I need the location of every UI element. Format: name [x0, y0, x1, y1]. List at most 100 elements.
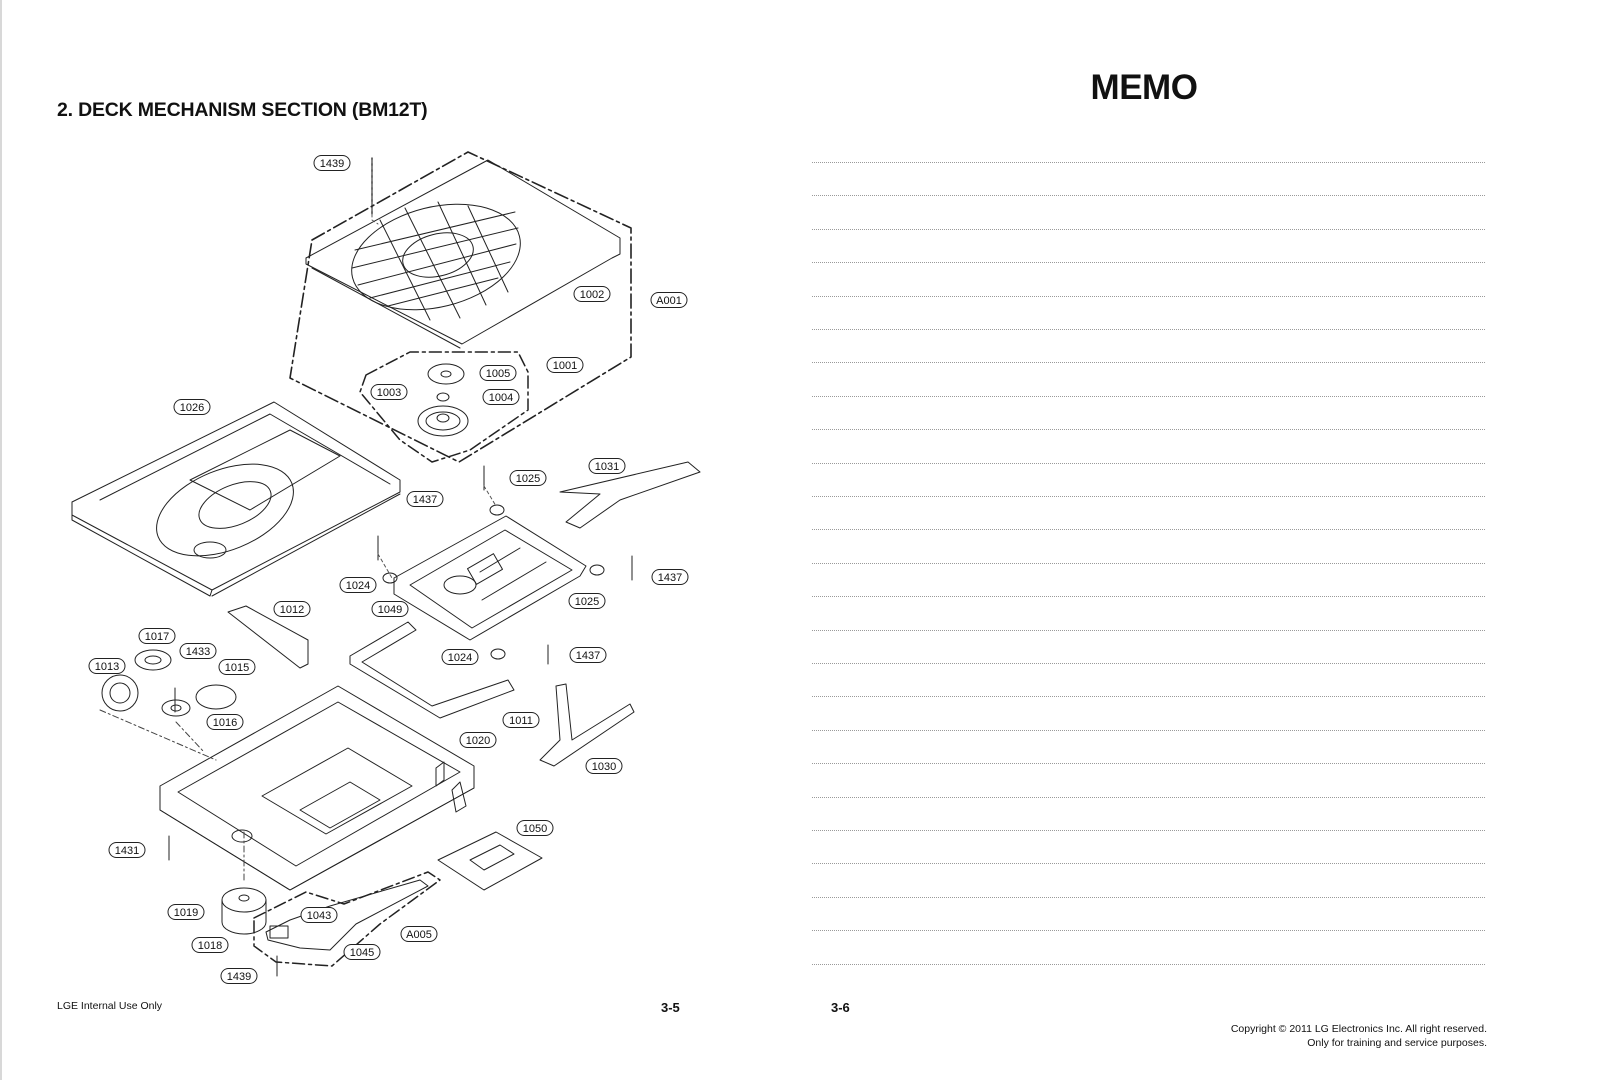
callout-bubble — [585, 758, 623, 774]
memo-line — [812, 830, 1485, 831]
callout-label: 1013 — [95, 661, 119, 673]
callout-bubble — [509, 470, 547, 486]
memo-line — [812, 863, 1485, 865]
callout-label: 1030 — [592, 761, 616, 773]
tray-1002 — [305, 159, 621, 345]
callout-bubble — [313, 155, 351, 171]
part-1003 — [417, 405, 469, 437]
callout-bubble — [370, 384, 408, 400]
a005-boundary — [253, 871, 441, 967]
gear-1017 — [134, 649, 172, 671]
callout-1016: 1016 — [206, 714, 244, 730]
callout-1025: 1025 — [568, 593, 606, 609]
callout-label: 1015 — [225, 662, 249, 674]
callout-label: 1017 — [145, 631, 169, 643]
callout-label: 1439 — [227, 971, 251, 983]
motor-1018 — [221, 887, 267, 913]
callout-label: 1431 — [115, 845, 139, 857]
memo-line — [812, 729, 1485, 731]
callout-label: 1433 — [186, 646, 210, 658]
callout-label: 1018 — [198, 940, 222, 952]
callout-1001: 1001 — [546, 357, 584, 373]
callout-bubble — [502, 712, 540, 728]
callout-label: 1004 — [489, 392, 513, 404]
callout-label: 1020 — [466, 735, 490, 747]
callout-label: 1001 — [553, 360, 577, 372]
callout-1012: 1012 — [273, 601, 311, 617]
memo-title: MEMO — [1090, 68, 1198, 107]
memo-line — [812, 930, 1485, 932]
memo-line — [812, 295, 1485, 297]
memo-line — [812, 796, 1485, 798]
callout-1024: 1024 — [339, 577, 377, 593]
memo-lines — [812, 0, 1485, 1000]
chassis-1020 — [159, 685, 475, 891]
callout-label: 1439 — [320, 158, 344, 170]
callout-label: 1005 — [486, 368, 510, 380]
callout-1437: 1437 — [406, 491, 444, 507]
callout-label: 1045 — [350, 947, 374, 959]
callout-bubble — [568, 593, 606, 609]
pcb-1050 — [437, 831, 543, 891]
callout-1433: 1433 — [179, 643, 217, 659]
page-number-right: 3-6 — [831, 1000, 850, 1015]
callout-label: 1026 — [180, 402, 204, 414]
copyright-line: Copyright © 2011 LG Electronics Inc. All… — [1230, 1023, 1487, 1035]
callout-label: 1031 — [595, 461, 619, 473]
callout-bubble — [371, 601, 409, 617]
callout-1031: 1031 — [588, 458, 626, 474]
callout-bubble — [400, 926, 438, 942]
memo-line — [812, 195, 1485, 197]
callout-1024: 1024 — [441, 649, 479, 665]
callout-label: A005 — [406, 929, 432, 941]
callout-1043: 1043 — [300, 907, 338, 923]
callout-1439: 1439 — [313, 155, 351, 171]
callout-1019: 1019 — [167, 904, 205, 920]
callout-label: 1011 — [509, 715, 533, 727]
callout-bubble — [173, 399, 211, 415]
callout-1011: 1011 — [502, 712, 540, 728]
callout-1049: 1049 — [371, 601, 409, 617]
callout-1030: 1030 — [585, 758, 623, 774]
ffc-1031 — [559, 461, 701, 529]
callout-bubble — [479, 365, 517, 381]
callout-bubble — [516, 820, 554, 836]
callout-bubble — [218, 659, 256, 675]
gear-1013 — [101, 674, 139, 712]
callout-label: 1025 — [516, 473, 540, 485]
callout-bubble — [300, 907, 338, 923]
callout-label: 1024 — [448, 652, 472, 664]
callout-1018: 1018 — [191, 937, 229, 953]
callout-label: 1012 — [280, 604, 304, 616]
callout-label: 1437 — [576, 650, 600, 662]
callout-bubble — [343, 944, 381, 960]
callout-bubble — [588, 458, 626, 474]
callout-bubble — [138, 628, 176, 644]
ffc-1030 — [539, 683, 635, 767]
callout-bubble — [167, 904, 205, 920]
callout-1015: 1015 — [218, 659, 256, 675]
callout-bubble — [651, 569, 689, 585]
memo-line — [812, 596, 1485, 598]
callout-a005: A005 — [400, 926, 438, 942]
callout-1002: 1002 — [573, 286, 611, 302]
callout-bubble — [406, 491, 444, 507]
memo-line — [812, 228, 1485, 230]
memo-line — [812, 562, 1485, 564]
memo-line — [812, 262, 1485, 264]
callout-label: 1437 — [658, 572, 682, 584]
callout-bubble — [108, 842, 146, 858]
page-edge — [0, 0, 2, 1080]
switch-1043 — [269, 925, 289, 939]
callout-1437: 1437 — [651, 569, 689, 585]
callout-1050: 1050 — [516, 820, 554, 836]
callout-label: 1049 — [378, 604, 402, 616]
callout-label: 1002 — [580, 289, 604, 301]
callout-bubble — [273, 601, 311, 617]
callout-1026: 1026 — [173, 399, 211, 415]
callout-label: 1003 — [377, 387, 401, 399]
memo-line — [812, 462, 1485, 464]
memo-line — [812, 395, 1485, 397]
callout-label: 1437 — [413, 494, 437, 506]
